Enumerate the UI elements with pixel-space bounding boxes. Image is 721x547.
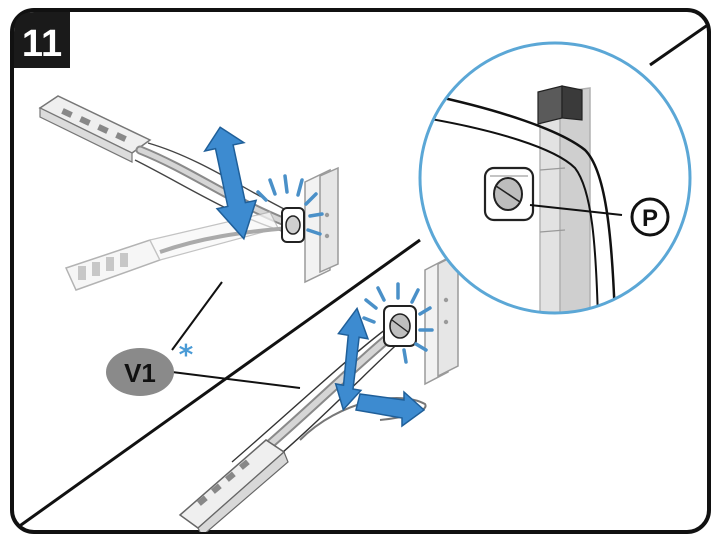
double-headed-arrow-icon [334,306,426,428]
upper-scene: V1 * [38,95,339,396]
detail-pointer-line [649,20,709,67]
lower-scene [178,252,459,532]
p-callout: P [630,197,670,237]
v1-asterisk-marker: * [179,338,194,371]
lower-cable-clip [383,305,417,347]
double-headed-arrow-icon [203,126,258,241]
v1-leader-upper [171,281,223,351]
upper-connector-top [38,95,152,163]
snap-click-burst-icon [362,282,434,364]
magnified-detail-circle [418,41,692,315]
step-number-badge: 11 [14,12,70,68]
upper-bracket [304,166,339,284]
v1-leader-lower [171,371,301,389]
lower-connector [178,439,289,532]
upper-cable-clip [281,207,305,243]
p-leader [529,204,623,216]
v1-label: V1 [124,358,156,388]
v1-badge: V1 [106,348,174,396]
p-label: P [642,205,658,232]
panel-divider [13,238,421,532]
snap-click-burst-icon [256,174,324,236]
step-number: 11 [22,23,62,65]
lower-bracket [424,252,459,386]
